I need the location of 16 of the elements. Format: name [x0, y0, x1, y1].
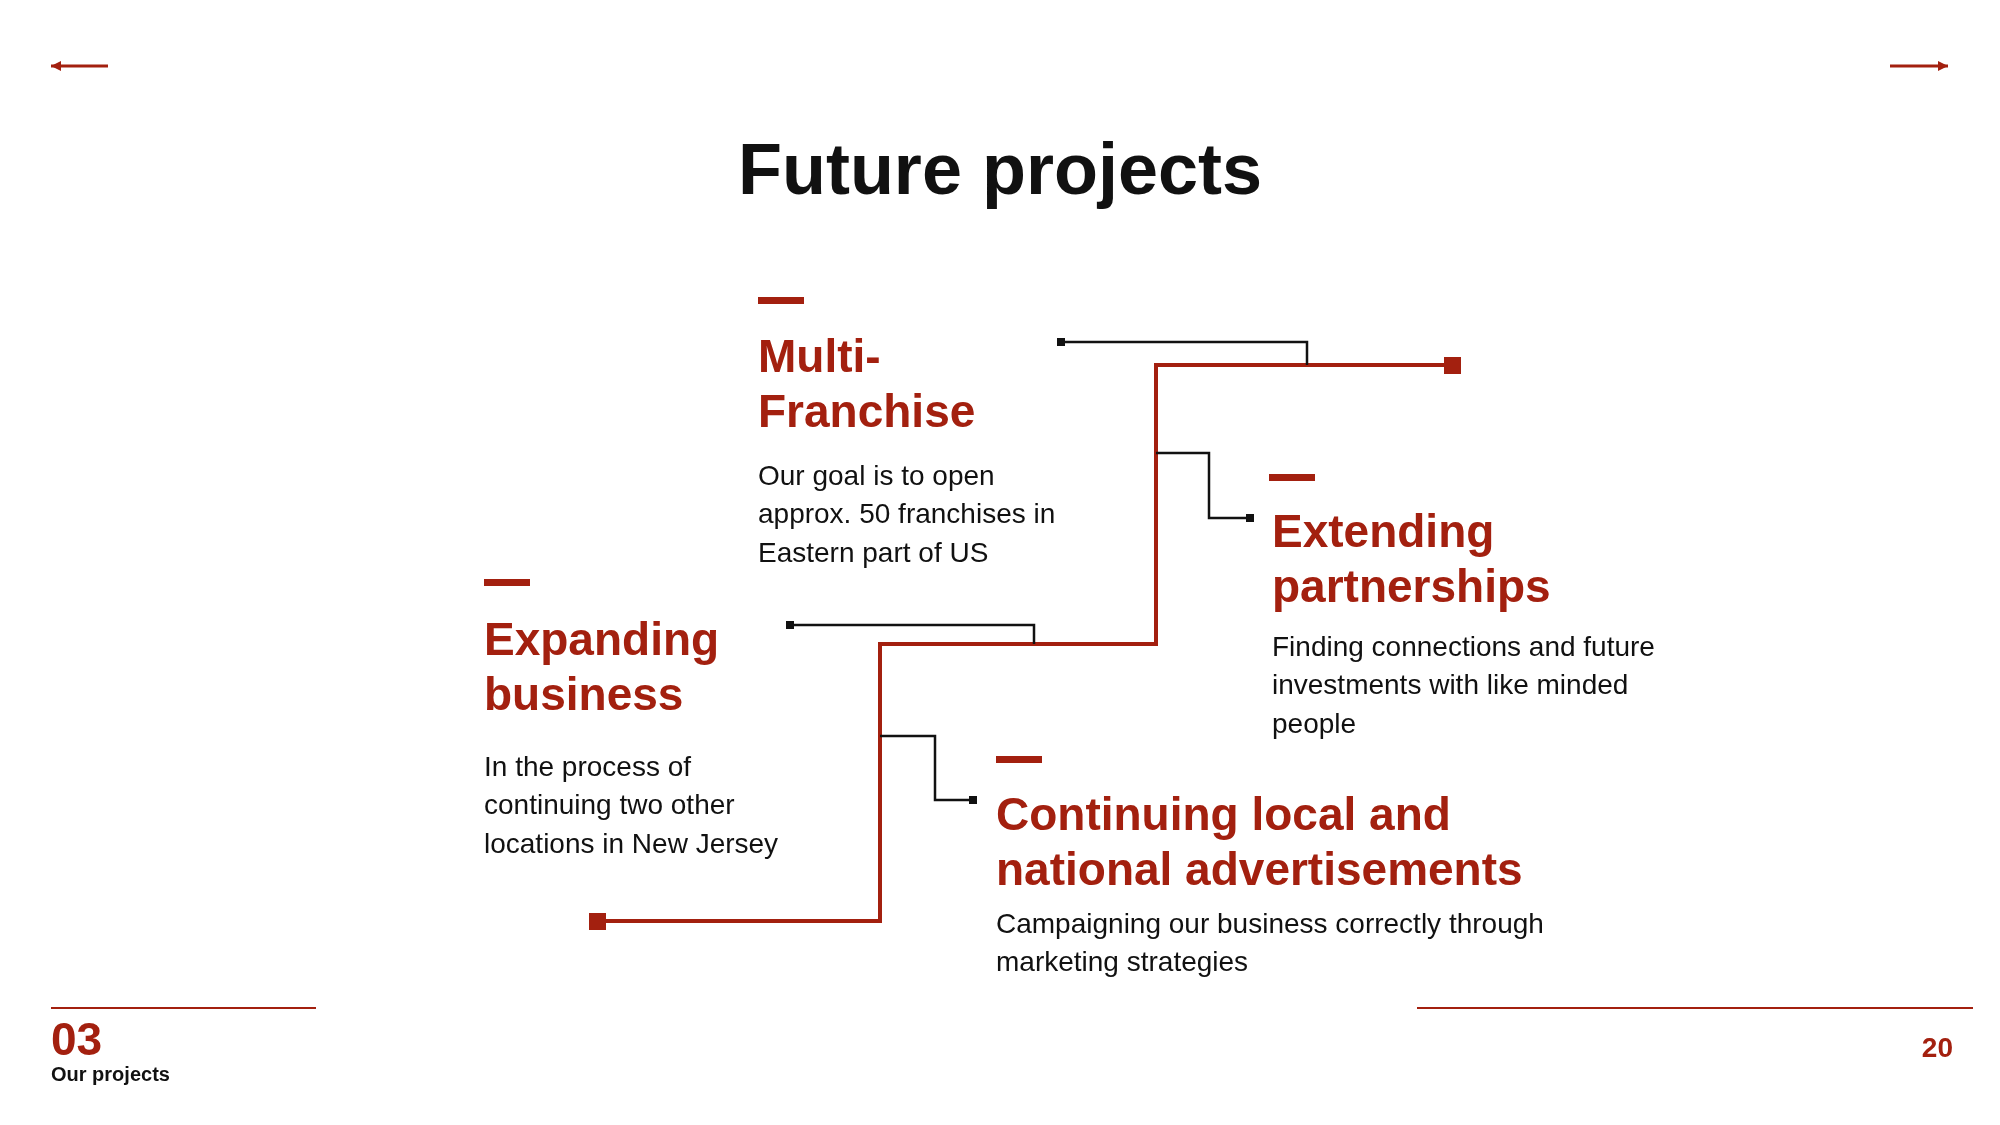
project-heading: Continuing local and national advertisements	[996, 787, 1524, 898]
leader-line	[1156, 451, 1254, 522]
page-number: 20	[1921, 1032, 1953, 1064]
leader-line	[786, 621, 1036, 644]
project-heading: Multi-Franchise	[758, 329, 977, 440]
project-heading: Expanding business	[484, 612, 721, 723]
slide-title: Future projects	[736, 128, 1264, 210]
project-description: Campaigning our business correctly through marketing strategies	[996, 907, 1545, 980]
project-heading: Extending partnerships	[1272, 504, 1552, 615]
leader-line	[880, 734, 977, 804]
project-description: In the process of continuing two other locations in New Jersey	[484, 750, 780, 861]
section-number: 03	[51, 1012, 103, 1066]
section-name: Our projects	[51, 1063, 170, 1086]
project-description: Our goal is to open approx. 50 franchises in Eastern part of US	[758, 459, 1057, 570]
project-description: Finding connections and future investments with like minded people	[1272, 630, 1656, 741]
leader-line	[1057, 338, 1309, 365]
